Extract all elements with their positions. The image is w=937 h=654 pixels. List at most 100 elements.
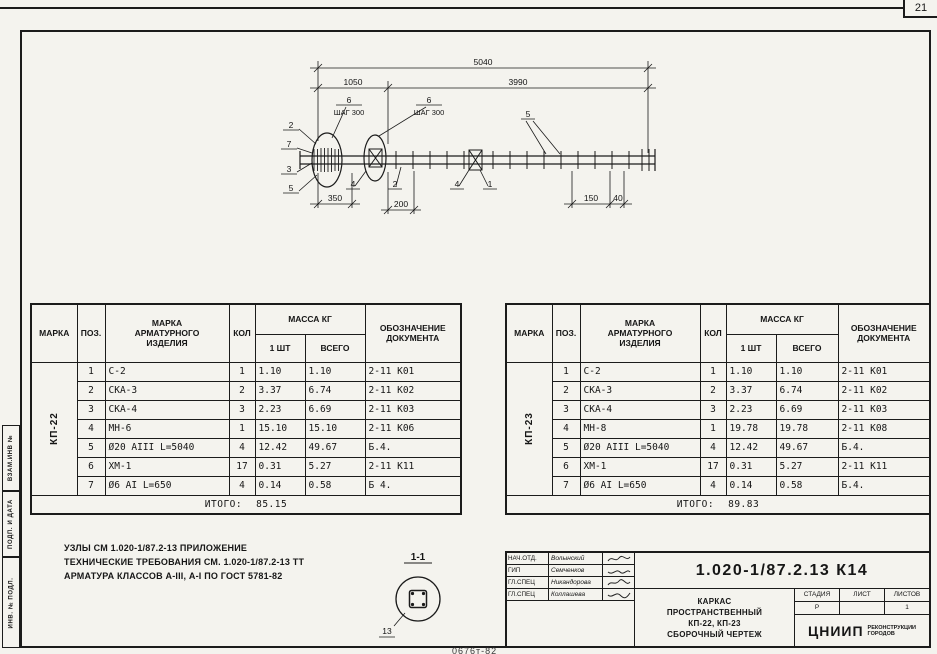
spec-cell: 2-11 К02 bbox=[837, 380, 931, 401]
spec-cell: 5.27 bbox=[775, 456, 839, 477]
section-texts: 1-1 13 bbox=[382, 552, 425, 636]
total-cell: ИТОГО:89.83 bbox=[505, 494, 931, 515]
margin-cell-vzam-inv: ВЗАМ.ИНВ № bbox=[2, 425, 20, 491]
spec-cell: МН-8 bbox=[579, 418, 701, 439]
header-qty: КОЛ bbox=[699, 303, 727, 363]
spec-cell: 2-11 К01 bbox=[837, 361, 931, 382]
document-number: 1.020-1/87.2.13 К14 bbox=[635, 553, 929, 589]
spec-cell: 5 bbox=[76, 437, 106, 458]
signer-row: НАЧ.ОТД. Волынский bbox=[507, 553, 634, 565]
spec-cell: 3.37 bbox=[725, 380, 777, 401]
header-mass: МАССА КГ bbox=[254, 303, 366, 335]
spec-cell: 1 bbox=[699, 361, 727, 382]
spec-cell: Ø20 АIII L=5040 bbox=[104, 437, 230, 458]
dim-40: 40 bbox=[613, 193, 623, 203]
dim-350: 350 bbox=[328, 193, 342, 203]
spec-cell: 3.37 bbox=[254, 380, 306, 401]
spec-cell: 1.10 bbox=[725, 361, 777, 382]
assembly-mark-label: КП-22 bbox=[48, 412, 60, 445]
spec-cell: СКА-4 bbox=[104, 399, 230, 420]
pos-callout: 4 bbox=[455, 179, 460, 189]
spec-cell: 4 bbox=[228, 437, 256, 458]
spec-cell: 19.78 bbox=[725, 418, 777, 439]
spec-cell: 1 bbox=[551, 361, 581, 382]
paper-top-edge bbox=[0, 7, 904, 9]
spec-cell: 4 bbox=[551, 418, 581, 439]
signer-row: ГИП Семченков bbox=[507, 565, 634, 577]
spec-table-kp22: МАРКА ПОЗ. МАРКА АРМАТУРНОГО ИЗДЕЛИЯ КОЛ… bbox=[30, 303, 462, 515]
signer-role: ГЛ.СПЕЦ bbox=[507, 577, 549, 588]
sheet-number-box: 21 bbox=[903, 0, 937, 18]
spec-cell: 4 bbox=[699, 475, 727, 496]
spec-cell: 5 bbox=[551, 437, 581, 458]
spec-cell: МН-6 bbox=[104, 418, 230, 439]
pos-callout: 5 bbox=[289, 183, 294, 193]
title-block-empty-cell bbox=[507, 601, 634, 646]
total-cell: ИТОГО:85.15 bbox=[30, 494, 462, 515]
spec-cell: 4 bbox=[699, 437, 727, 458]
title-block-signatures: НАЧ.ОТД. Волынский ГИП Семченков ГЛ.СПЕЦ… bbox=[507, 553, 635, 646]
spec-cell: 6.69 bbox=[304, 399, 366, 420]
note-line: УЗЛЫ СМ 1.020-1/87.2-13 ПРИЛОЖЕНИЕ bbox=[64, 543, 248, 553]
spec-cell: 12.42 bbox=[725, 437, 777, 458]
signature-cell bbox=[603, 589, 634, 600]
total-row: ИТОГО:89.83 bbox=[505, 494, 931, 515]
spec-cell: 2-11 К11 bbox=[364, 456, 462, 477]
spec-cell: 1 bbox=[76, 361, 106, 382]
spec-cell: 0.31 bbox=[725, 456, 777, 477]
spec-cell: 5.27 bbox=[304, 456, 366, 477]
note-line: ТЕХНИЧЕСКИЕ ТРЕБОВАНИЯ СМ. 1.020-1/87.2-… bbox=[64, 557, 305, 567]
signer-row: ГЛ.СПЕЦ Коллашева bbox=[507, 589, 634, 601]
spec-cell: 7 bbox=[76, 475, 106, 496]
spec-cell: Б.4. bbox=[837, 475, 931, 496]
title-block: НАЧ.ОТД. Волынский ГИП Семченков ГЛ.СПЕЦ… bbox=[505, 551, 931, 648]
spec-cell: 4 bbox=[228, 475, 256, 496]
spec-cell: Ø6 АI L=650 bbox=[104, 475, 230, 496]
spec-cell: 6 bbox=[551, 456, 581, 477]
margin-cell-inv-podl: ИНВ. № ПОДЛ. bbox=[2, 557, 20, 648]
spec-cell: 1 bbox=[228, 361, 256, 382]
pos-callout: 2 bbox=[393, 179, 398, 189]
spec-cell: Ø6 АI L=650 bbox=[579, 475, 701, 496]
signer-name: Никандорова bbox=[549, 577, 603, 588]
spec-cell: Б.4. bbox=[364, 437, 462, 458]
sheets-value: 1 bbox=[905, 604, 909, 611]
pos-callout: 5 bbox=[526, 109, 531, 119]
margin-label: ИНВ. № ПОДЛ. bbox=[8, 577, 15, 628]
spec-cell: 1.10 bbox=[775, 361, 839, 382]
spec-cell: ХМ-1 bbox=[104, 456, 230, 477]
signer-row: ГЛ.СПЕЦ Никандорова bbox=[507, 577, 634, 589]
spec-cell: 2-11 К06 bbox=[364, 418, 462, 439]
total-label: ИТОГО: bbox=[676, 498, 715, 510]
spec-cell: 4 bbox=[76, 418, 106, 439]
signer-name: Коллашева bbox=[549, 589, 603, 600]
signature-cell bbox=[603, 565, 634, 576]
header-mass: МАССА КГ bbox=[725, 303, 839, 335]
header-item: МАРКА АРМАТУРНОГО ИЗДЕЛИЯ bbox=[579, 303, 701, 363]
spec-header-row: МАРКА ПОЗ. МАРКА АРМАТУРНОГО ИЗДЕЛИЯ КОЛ… bbox=[30, 303, 462, 363]
notes-block: УЗЛЫ СМ 1.020-1/87.2-13 ПРИЛОЖЕНИЕ ТЕХНИ… bbox=[64, 541, 304, 583]
drawing-title: КАРКАС ПРОСТРАНСТВЕННЫЙ КП-22, КП-23 СБО… bbox=[635, 589, 795, 646]
dim-150: 150 bbox=[584, 193, 598, 203]
spec-cell: 2 bbox=[76, 380, 106, 401]
assembly-mark-cell: КП-23 bbox=[505, 361, 553, 496]
header-doc: ОБОЗНАЧЕНИЕ ДОКУМЕНТА bbox=[364, 303, 462, 363]
spec-cell: 6.74 bbox=[304, 380, 366, 401]
dim-seg1: 1050 bbox=[344, 77, 363, 87]
detail-callout-ellipse-mid bbox=[363, 134, 387, 182]
rebar-cage bbox=[299, 132, 656, 188]
spec-cell: СКА-4 bbox=[579, 399, 701, 420]
spec-cell: 0.14 bbox=[725, 475, 777, 496]
signature-mark bbox=[607, 555, 630, 561]
pos-callout: 4 bbox=[351, 179, 356, 189]
pos-callout: 2 bbox=[289, 120, 294, 130]
assembly-mark-cell: КП-22 bbox=[30, 361, 78, 496]
spec-cell: 2-11 К01 bbox=[364, 361, 462, 382]
